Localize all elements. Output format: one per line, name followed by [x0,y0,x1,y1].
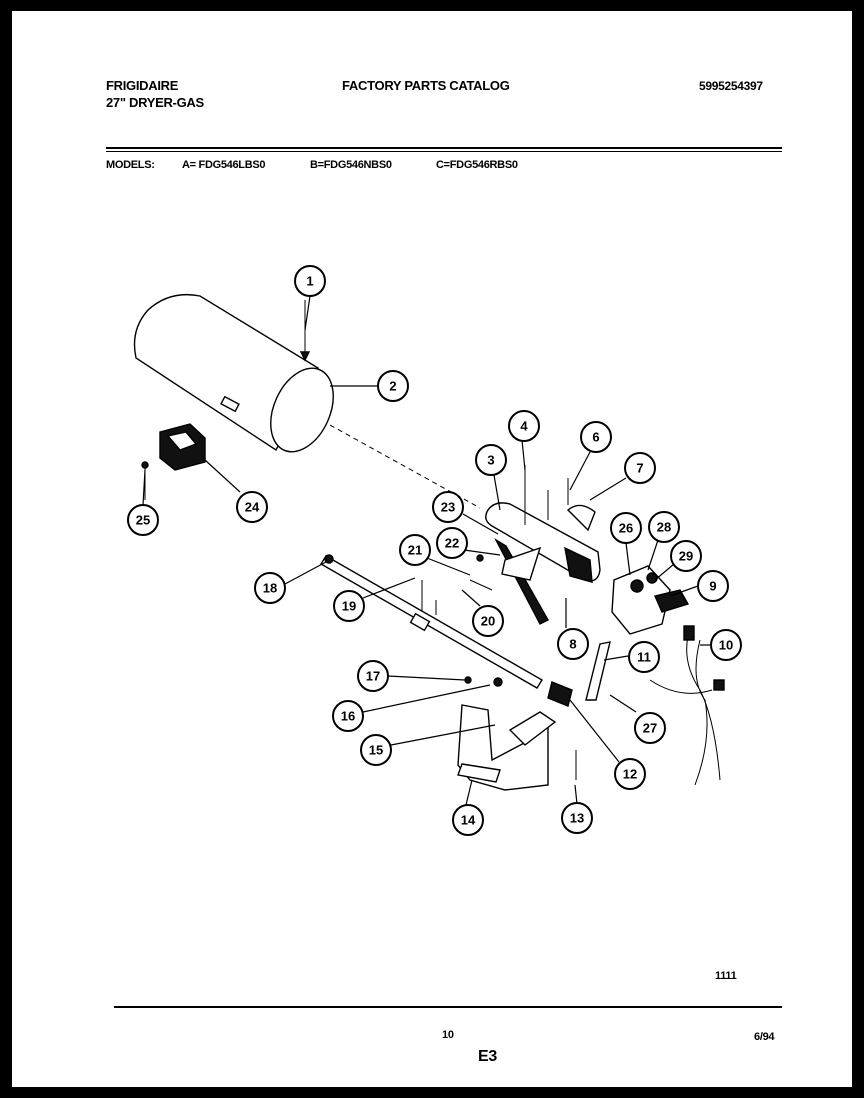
callout-8-label: 8 [569,637,576,652]
callout-4-label: 4 [520,419,528,434]
callout-11: 11 [628,641,660,673]
callout-7: 7 [624,452,656,484]
callout-3-label: 3 [487,453,494,468]
callout-11-label: 11 [637,650,651,665]
callout-13: 13 [561,802,593,834]
section-code: E3 [478,1048,497,1065]
issue-date: 6/94 [754,1031,775,1043]
callout-9: 9 [697,570,729,602]
callout-29-label: 29 [679,549,693,564]
callout-23-label: 23 [441,500,455,515]
pipe-nipple-illustration [585,641,611,701]
callout-21: 21 [399,534,431,566]
dryer-drum-illustration [133,293,481,509]
callout-26: 26 [610,512,642,544]
gas-pipe-illustration [320,554,543,689]
callout-17: 17 [357,660,389,692]
callout-14-label: 14 [461,813,476,828]
callout-2-label: 2 [389,379,396,394]
catalog-number: 5995254397 [699,79,763,93]
callout-2: 2 [377,370,409,402]
model-c: C=FDG546RBS0 [436,159,518,171]
callout-10: 10 [710,629,742,661]
callout-23: 23 [432,491,464,523]
callout-13-label: 13 [570,811,584,826]
callout-15: 15 [360,734,392,766]
wiring-harness-illustration [649,625,725,786]
callout-12: 12 [614,758,646,790]
callout-24: 24 [236,491,268,523]
callout-3: 3 [475,444,507,476]
model-b: B=FDG546NBS0 [310,159,392,171]
callout-29: 29 [670,540,702,572]
catalog-title: FACTORY PARTS CATALOG [342,78,510,93]
callout-6: 6 [580,421,612,453]
callout-8: 8 [557,628,589,660]
burner-tube-illustration [485,465,601,583]
callout-27-label: 27 [643,721,657,736]
callout-27: 27 [634,712,666,744]
callout-12-label: 12 [623,767,637,782]
footer-rule [114,1006,782,1008]
models-label: MODELS: [106,159,155,171]
gas-valve-illustration [611,565,690,635]
callout-19-label: 19 [342,599,356,614]
callout-7-label: 7 [636,461,643,476]
callout-4: 4 [508,410,540,442]
callout-6-label: 6 [592,430,599,445]
figure-code: 1111 [715,970,737,982]
catalog-page: FRIGIDAIRE 27" DRYER-GAS FACTORY PARTS C… [12,11,852,1087]
brand-name: FRIGIDAIRE [106,78,179,93]
callout-25-label: 25 [136,513,150,528]
callout-14: 14 [452,804,484,836]
callout-9-label: 9 [709,579,716,594]
page-number: 10 [442,1029,454,1041]
product-name: 27" DRYER-GAS [106,95,204,110]
header-rule-bottom [106,151,782,152]
callout-22: 22 [436,527,468,559]
leader-lines [142,295,710,806]
callout-25: 25 [127,504,159,536]
callout-19: 19 [333,590,365,622]
drum-motor-assembly-illustration [141,423,206,500]
callout-28: 28 [648,511,680,543]
igniter-illustration [469,538,549,625]
callout-26-label: 26 [619,521,633,536]
callout-28-label: 28 [657,520,671,535]
callout-21-label: 21 [408,543,422,558]
callout-1: 1 [294,265,326,297]
callout-20-label: 20 [481,614,495,629]
header-rule-top [106,147,782,149]
callout-18: 18 [254,572,286,604]
callout-18-label: 18 [263,581,277,596]
callout-17-label: 17 [366,669,380,684]
callout-1-label: 1 [306,274,313,289]
valve-bracket-illustration [457,676,577,791]
callout-16-label: 16 [341,709,355,724]
callout-10-label: 10 [719,638,733,653]
callout-15-label: 15 [369,743,383,758]
model-a: A= FDG546LBS0 [182,159,266,171]
callout-24-label: 24 [245,500,260,515]
callout-20: 20 [472,605,504,637]
callout-22-label: 22 [445,536,459,551]
callout-16: 16 [332,700,364,732]
